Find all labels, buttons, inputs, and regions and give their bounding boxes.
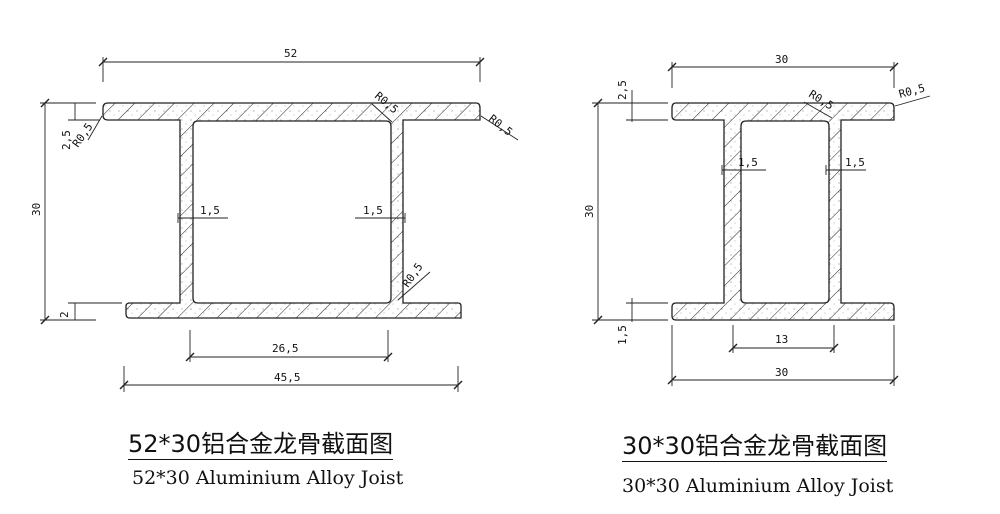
left-radius-inner-bottom-label: R0,5 [400, 261, 426, 290]
left-dimension-labels: 52 30 2,5 2 1,5 1,5 26,5 45,5 R0,5 R0,5 … [30, 47, 515, 384]
left-title-cn: 52*30铝合金龙骨截面图 [128, 430, 394, 460]
left-radius-tl-label: R0,5 [70, 121, 96, 150]
left-height-label: 30 [30, 203, 43, 216]
right-inner-width-label: 13 [775, 333, 788, 346]
left-dimension-lines [40, 57, 519, 392]
right-joist-profile [671, 102, 895, 321]
left-web-right-label: 1,5 [363, 204, 383, 217]
right-web-right-label: 1,5 [845, 156, 865, 169]
left-top-width-label: 52 [284, 47, 297, 60]
right-bottom-flange-label: 1,5 [616, 325, 629, 345]
right-bottom-width-label: 30 [775, 366, 788, 379]
right-title-en: 30*30 Aluminium Alloy Joist [622, 475, 894, 497]
right-dimension-lines [592, 62, 931, 386]
right-web-left-label: 1,5 [738, 156, 758, 169]
right-height-label: 30 [583, 205, 596, 218]
right-dimension-labels: 30 30 2,5 1,5 1,5 1,5 13 30 R0,5 R0,5 [583, 53, 926, 379]
right-top-flange-label: 2,5 [616, 80, 629, 100]
left-top-flange-label: 2,5 [60, 130, 73, 150]
right-top-width-label: 30 [775, 53, 788, 66]
left-web-left-label: 1,5 [200, 204, 220, 217]
right-title-cn: 30*30铝合金龙骨截面图 [622, 432, 888, 462]
left-joist-profile [102, 102, 481, 319]
left-dimension-ticks [40, 57, 485, 390]
left-title-en: 52*30 Aluminium Alloy Joist [132, 467, 404, 489]
left-bottom-flange-label: 2 [58, 311, 71, 318]
left-inner-width-label: 26,5 [272, 342, 299, 355]
left-bottom-width-label: 45,5 [274, 371, 301, 384]
left-radius-tr-label: R0,5 [486, 112, 515, 139]
right-dimension-ticks [593, 62, 899, 385]
